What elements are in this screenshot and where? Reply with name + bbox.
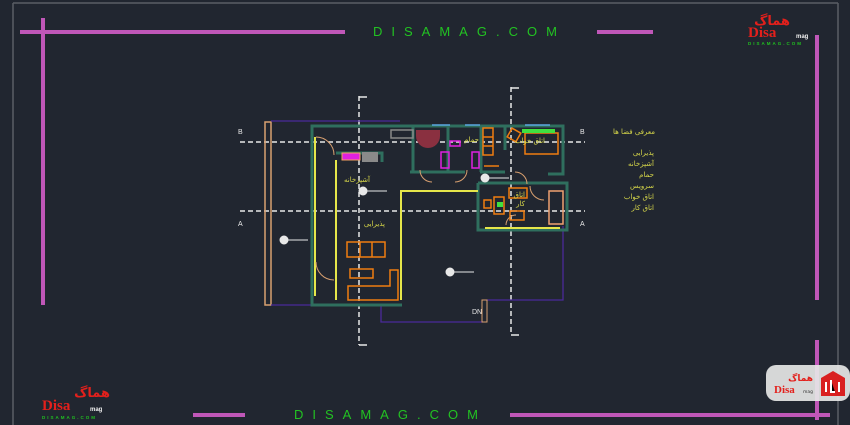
room-label-office-1: اتاق — [514, 191, 526, 199]
section-a-left: A — [238, 221, 243, 228]
room-label-office-2: کار — [515, 200, 526, 208]
doors — [315, 136, 545, 281]
legend-item: اتاق خواب — [624, 193, 654, 201]
watermark-bottom: DISAMAG.COM — [294, 407, 487, 422]
svg-text:Disa: Disa — [774, 384, 795, 396]
room-label-reception: پذیرایی — [364, 220, 385, 228]
sink — [362, 152, 378, 162]
yellow-walls — [314, 137, 560, 300]
svg-text:mag: mag — [90, 407, 103, 413]
watermark-top: DISAMAG.COM — [373, 24, 566, 39]
legend-item: اتاق کار — [630, 204, 654, 212]
l-sofa — [347, 269, 399, 301]
level-markers — [279, 173, 509, 277]
furniture — [346, 127, 564, 301]
section-a-right: A — [580, 221, 585, 228]
legend-title: معرفی فضا ها — [613, 128, 655, 136]
section-b-left: B — [238, 129, 243, 136]
stove — [341, 152, 361, 161]
logo-top-right: هماگ Disa mag DISAMAG.COM — [748, 12, 809, 46]
stair — [481, 299, 488, 323]
room-label-bathroom: حمام — [464, 136, 479, 144]
legend-item: آشپزخانه — [628, 159, 655, 168]
svg-text:هماگ: هماگ — [74, 384, 110, 401]
section-markers: B B A A — [238, 87, 585, 346]
sanitary — [440, 140, 480, 169]
logo-badge: هماگ Disa mag — [766, 365, 850, 401]
room-label-kitchen: آشپزخانه — [344, 175, 371, 184]
sofa — [346, 241, 386, 258]
legend-item: سرویس — [630, 182, 654, 190]
bedroom-window-strip — [522, 129, 555, 133]
shelf — [482, 127, 494, 156]
title-frame — [20, 18, 830, 420]
property-line — [271, 120, 564, 323]
viewport-frame — [12, 2, 839, 425]
legend-item: پذیرایی — [633, 149, 654, 157]
svg-text:هماگ: هماگ — [788, 372, 813, 384]
room-label-bedroom: اتاق خواب — [515, 137, 545, 145]
svg-text:Disa: Disa — [748, 25, 777, 41]
legend-item: حمام — [639, 171, 654, 179]
coffee-table — [349, 268, 374, 279]
logo-bottom-left: هماگ Disa mag DISAMAG.COM — [42, 384, 110, 420]
svg-text:mag: mag — [796, 34, 809, 40]
walls — [310, 124, 569, 307]
legend: معرفی فضا ها پذیرایی آشپزخانه حمام سرویس… — [613, 128, 655, 212]
section-b-right: B — [580, 129, 585, 136]
svg-text:DISAMAG.COM: DISAMAG.COM — [748, 41, 803, 46]
kitchen-counter — [390, 129, 414, 139]
svg-text:Disa: Disa — [42, 398, 71, 414]
bathtub — [416, 130, 440, 148]
svg-text:DISAMAG.COM: DISAMAG.COM — [42, 415, 97, 420]
boundary-strip — [264, 121, 272, 306]
svg-text:mag: mag — [803, 390, 813, 395]
svg-text:هماگ: هماگ — [754, 12, 790, 29]
desk-lamp — [497, 202, 503, 207]
stair-label: DN — [472, 309, 482, 316]
